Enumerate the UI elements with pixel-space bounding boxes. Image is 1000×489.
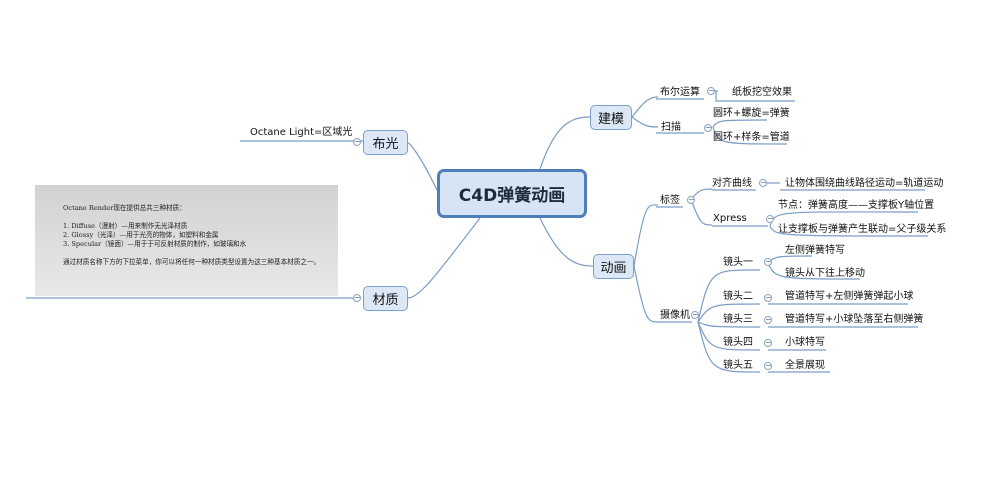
collapse-toggle-icon[interactable]: −	[353, 137, 361, 146]
node-shot-4-child[interactable]: 小球特写	[785, 337, 825, 348]
collapse-toggle-icon[interactable]: −	[764, 257, 772, 266]
collapse-toggle-icon[interactable]: −	[766, 214, 774, 223]
node-lighting-child[interactable]: Octane Light=区域光	[250, 127, 353, 138]
branch-lighting[interactable]: 布光	[363, 130, 408, 155]
node-boolean-child[interactable]: 纸板挖空效果	[732, 87, 792, 98]
node-sweep-child-1[interactable]: 圆环+螺旋=弹簧	[713, 108, 790, 119]
node-camera[interactable]: 摄像机	[660, 310, 690, 321]
note-item-1: 1. Diffuse（漫射）—用来制作无光泽材质	[63, 222, 188, 230]
node-boolean[interactable]: 布尔运算	[660, 87, 700, 98]
collapse-toggle-icon[interactable]: −	[707, 86, 715, 95]
node-shot-5-child[interactable]: 全景展现	[785, 360, 825, 371]
link-animation-tags	[633, 204, 659, 267]
link-sweep-2	[712, 126, 788, 145]
note-intro: Octane Render现在提供总共三种材质：	[63, 204, 186, 212]
link-root-animation	[539, 217, 594, 267]
collapse-toggle-icon[interactable]: −	[353, 293, 361, 302]
link-modeling-sweep	[631, 116, 659, 128]
collapse-toggle-icon[interactable]: −	[691, 310, 699, 319]
branch-modeling[interactable]: 建模	[590, 105, 632, 130]
link-camera-shot1	[697, 269, 761, 323]
link-root-modeling	[539, 116, 591, 170]
root-node[interactable]: C4D弹簧动画	[437, 169, 587, 218]
collapse-toggle-icon[interactable]: −	[704, 123, 712, 132]
note-item-3: 3. Specular（镜面）—用于于可反射材质的制作，如玻璃和水	[63, 240, 247, 248]
node-sweep-child-2[interactable]: 圆环+样条=管道	[713, 132, 790, 143]
link-xpress-2	[769, 225, 929, 237]
link-sweep-1	[712, 119, 768, 128]
node-xpress-child-2[interactable]: 让支撑板与弹簧产生联动=父子级关系	[778, 224, 947, 235]
note-item-2: 2. Glossy（光泽）—用于光亮的物体，如塑料和金属	[63, 231, 219, 239]
node-shot-5[interactable]: 镜头五	[723, 360, 753, 371]
material-note-image: Octane Render现在提供总共三种材质： 1. Diffuse（漫射）—…	[35, 185, 338, 296]
node-sweep[interactable]: 扫描	[661, 122, 681, 133]
node-shot-1[interactable]: 镜头一	[723, 257, 753, 268]
node-shot-2[interactable]: 镜头二	[723, 291, 753, 302]
link-animation-camera	[633, 265, 659, 323]
collapse-toggle-icon[interactable]: −	[764, 338, 772, 347]
node-shot-3-child[interactable]: 管道特写+小球坠落至右侧弹簧	[785, 314, 924, 325]
node-shot-1-child-2[interactable]: 镜头从下往上移动	[785, 268, 865, 279]
node-align-spline-child[interactable]: 让物体围绕曲线路径运动=轨道运动	[785, 178, 944, 189]
node-xpress[interactable]: Xpress	[713, 213, 747, 224]
note-outro: 通过材质名称下方的下拉菜单，你可以将任何一种材质类型设置为这三种基本材质之一。	[63, 258, 321, 266]
node-align-spline[interactable]: 对齐曲线	[712, 178, 752, 189]
node-shot-1-child-1[interactable]: 左侧弹簧特写	[785, 245, 845, 256]
collapse-toggle-icon[interactable]: −	[687, 195, 695, 204]
node-tags[interactable]: 标签	[660, 195, 680, 206]
link-tags-xpress	[690, 198, 713, 226]
collapse-toggle-icon[interactable]: −	[764, 293, 772, 302]
link-root-lighting	[407, 142, 438, 191]
node-shot-3[interactable]: 镜头三	[723, 314, 753, 325]
collapse-toggle-icon[interactable]: −	[759, 178, 767, 187]
link-root-material	[407, 217, 481, 299]
branch-animation[interactable]: 动画	[593, 254, 634, 279]
collapse-toggle-icon[interactable]: −	[764, 361, 772, 370]
node-xpress-child-1[interactable]: 节点：弹簧高度——支撑板Y轴位置	[778, 200, 935, 211]
node-shot-2-child[interactable]: 管道特写+左侧弹簧弹起小球	[785, 291, 914, 302]
collapse-toggle-icon[interactable]: −	[764, 315, 772, 324]
node-shot-4[interactable]: 镜头四	[723, 337, 753, 348]
branch-material[interactable]: 材质	[363, 286, 408, 311]
link-modeling-boolean	[631, 96, 659, 118]
